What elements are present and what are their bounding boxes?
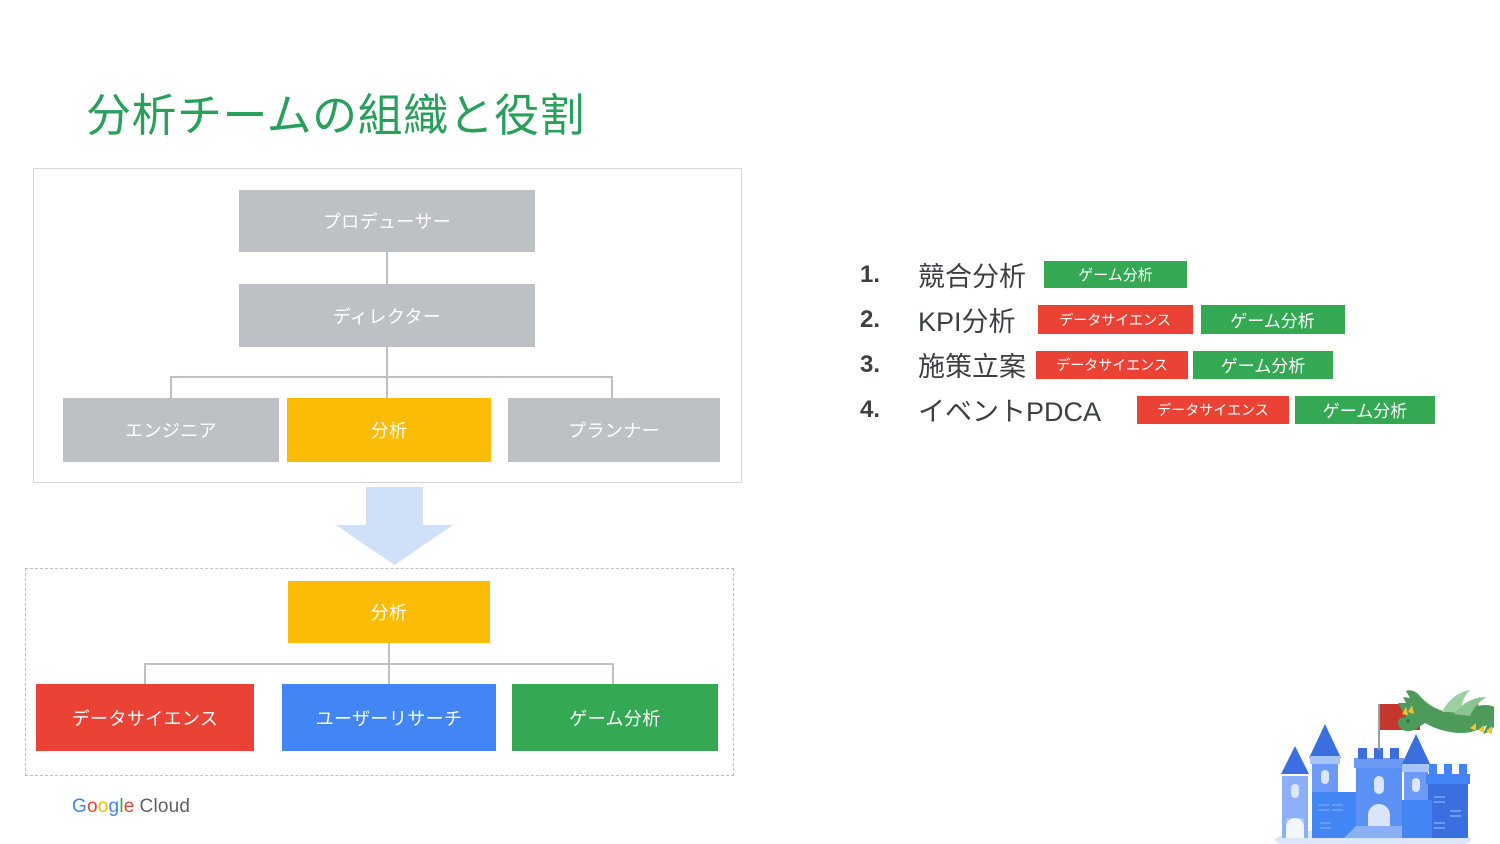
logo-letter-g2: g: [108, 796, 120, 817]
connector-director-down: [386, 347, 388, 377]
list-item-number: 4.: [860, 395, 881, 423]
org-node-analysis-bottom[interactable]: 分析: [288, 581, 490, 643]
list-item[interactable]: 4. イベントPDCA データサイエンス ゲーム分析: [860, 387, 1480, 432]
org-node-director[interactable]: ディレクター: [239, 284, 535, 347]
org-node-game-analysis[interactable]: ゲーム分析: [512, 684, 718, 751]
org-node-analysis-top[interactable]: 分析: [287, 398, 491, 462]
castle-icon: [1275, 704, 1471, 844]
connector-producer-director: [386, 252, 388, 284]
tag-game-analysis[interactable]: ゲーム分析: [1295, 395, 1436, 424]
connector-user-research-up: [388, 663, 390, 685]
list-item[interactable]: 2. KPI分析 データサイエンス ゲーム分析: [860, 297, 1480, 342]
task-list: 1. 競合分析 ゲーム分析 2. KPI分析 データサイエンス ゲーム分析 3.…: [860, 252, 1480, 432]
list-item-label: 施策立案: [918, 352, 1026, 382]
list-item[interactable]: 1. 競合分析 ゲーム分析: [860, 252, 1480, 297]
connector-data-science-up: [144, 663, 146, 685]
org-node-user-research[interactable]: ユーザーリサーチ: [282, 684, 496, 751]
org-node-engineer[interactable]: エンジニア: [63, 398, 279, 462]
logo-letter-e: e: [123, 796, 135, 817]
org-node-producer[interactable]: プロデューサー: [239, 190, 535, 252]
logo-letter-o1: o: [86, 796, 98, 817]
tag-game-analysis[interactable]: ゲーム分析: [1044, 261, 1187, 288]
down-arrow-icon: [336, 487, 453, 565]
connector-planner-up: [611, 376, 613, 398]
logo-letter-o2: o: [97, 796, 109, 817]
list-item-number: 3.: [860, 350, 881, 378]
org-node-planner[interactable]: プランナー: [508, 398, 720, 462]
tag-data-science[interactable]: データサイエンス: [1036, 350, 1188, 379]
connector-horizontal-bar-bottom: [144, 663, 613, 665]
connector-analysis2-down: [388, 643, 390, 665]
connector-analysis-up: [386, 376, 388, 398]
logo-word-cloud: Cloud: [139, 796, 191, 817]
logo-letter-l: l: [119, 796, 124, 817]
connector-engineer-up: [170, 376, 172, 398]
list-item[interactable]: 3. 施策立案 データサイエンス ゲーム分析: [860, 342, 1480, 387]
list-item-number: 2.: [860, 305, 881, 333]
list-item-label: イベントPDCA: [918, 397, 1102, 427]
dragon-icon: [1398, 690, 1494, 734]
page-title: 分析チームの組織と役割: [86, 90, 586, 141]
connector-horizontal-bar-top: [170, 376, 613, 378]
list-item-label: 競合分析: [918, 262, 1026, 292]
list-item-label: KPI分析: [918, 307, 1016, 337]
logo-letter-g: G: [72, 796, 87, 817]
tag-data-science[interactable]: データサイエンス: [1037, 305, 1193, 334]
tag-game-analysis[interactable]: ゲーム分析: [1193, 350, 1333, 379]
castle-and-dragon-illustration: [1275, 690, 1494, 844]
org-node-data-science[interactable]: データサイエンス: [36, 684, 254, 751]
list-item-number: 1.: [860, 260, 881, 288]
tag-data-science[interactable]: データサイエンス: [1137, 395, 1290, 424]
connector-game-analysis-up: [612, 663, 614, 685]
tag-game-analysis[interactable]: ゲーム分析: [1200, 305, 1345, 334]
